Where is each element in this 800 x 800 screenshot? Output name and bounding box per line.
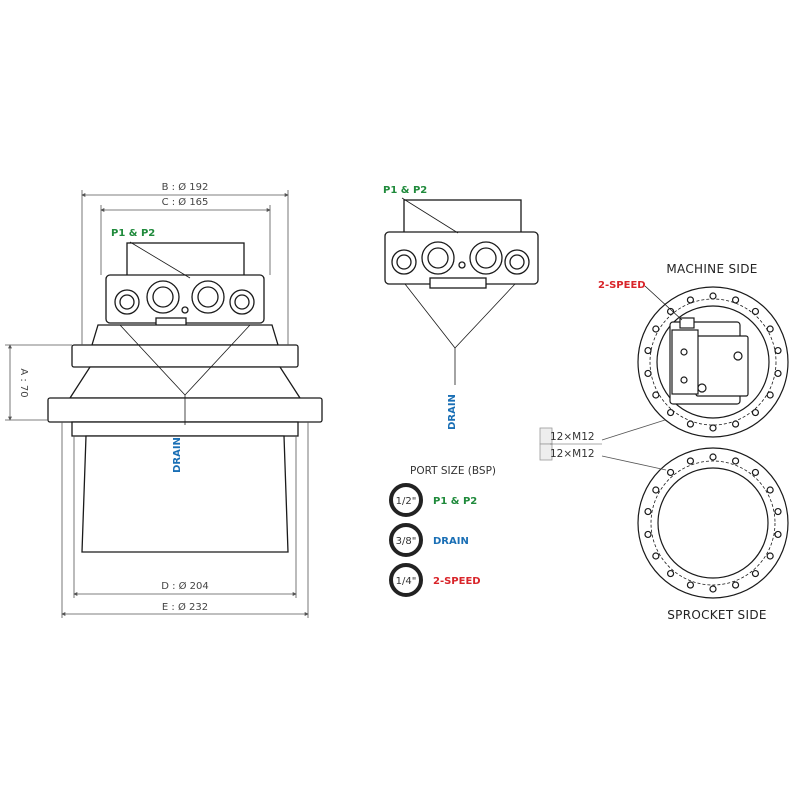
- bolt-spec-machine: 12×M12: [550, 431, 595, 443]
- label-p1p2-side: P1 & P2: [111, 228, 155, 239]
- label-drain-top: DRAIN: [447, 394, 458, 430]
- top-detail-view: [384, 197, 539, 385]
- port-size-value: 1/4": [396, 576, 417, 587]
- bolt-hole: [666, 569, 675, 578]
- bolt-hole: [709, 585, 717, 593]
- bolt-hole: [666, 307, 675, 316]
- port-size-label: P1 & P2: [433, 496, 477, 507]
- upper-flange: [71, 344, 299, 368]
- machine-side-view: [637, 285, 789, 438]
- bolt-hole: [686, 296, 695, 304]
- dim-a: A : 70: [18, 368, 29, 397]
- bolt-hole: [731, 296, 740, 304]
- bolt-hole: [751, 569, 760, 578]
- bolt-hole: [686, 581, 695, 589]
- dimension-lines: [5, 190, 309, 618]
- label-drain-side: DRAIN: [172, 437, 183, 473]
- port-size-label: 2-SPEED: [433, 576, 481, 587]
- port-legend: PORT SIZE (BSP) 1/2" P1 & P2 3/8" DRAIN …: [389, 465, 496, 597]
- motor-top-block: [126, 242, 245, 279]
- bolt-hole: [709, 424, 717, 432]
- bolt-hole: [766, 552, 774, 560]
- sprocket-side-label: SPROCKET SIDE: [667, 608, 767, 622]
- dim-e: E : Ø 232: [162, 601, 208, 613]
- bolt-hole: [774, 507, 782, 516]
- bolt-hole: [666, 408, 675, 417]
- bolt-hole: [666, 468, 675, 477]
- bolt-hole: [709, 453, 717, 461]
- dim-c: C : Ø 165: [162, 196, 209, 208]
- sprocket-side-view: [637, 447, 789, 599]
- bolt-hole: [731, 457, 740, 465]
- bolt-hole: [644, 369, 652, 378]
- bolt-hole: [751, 468, 760, 477]
- bolt-hole: [709, 292, 717, 300]
- bolt-hole: [644, 530, 652, 539]
- label-p1p2-top: P1 & P2: [383, 185, 427, 196]
- bolt-hole: [774, 346, 782, 355]
- bolt-hole: [652, 486, 660, 494]
- port-legend-item: 3/8" DRAIN: [389, 523, 469, 557]
- port-legend-item: 1/4" 2-SPEED: [389, 563, 481, 597]
- bolt-hole: [751, 307, 760, 316]
- bolt-callouts: 12×M12 12×M12: [539, 419, 667, 471]
- bolt-hole: [766, 486, 774, 494]
- port-size-value: 1/2": [396, 496, 417, 507]
- bolt-hole: [731, 581, 740, 589]
- dim-d: D : Ø 204: [161, 580, 209, 592]
- bolt-hole: [652, 391, 660, 399]
- port-legend-item: 1/2" P1 & P2: [389, 483, 477, 517]
- label-2speed: 2-SPEED: [598, 280, 646, 291]
- bolt-hole: [766, 325, 774, 333]
- side-view: [47, 241, 323, 553]
- bolt-hole: [774, 530, 782, 539]
- port-size-label: DRAIN: [433, 536, 469, 547]
- bolt-spec-sprocket: 12×M12: [550, 448, 595, 460]
- bolt-hole: [652, 552, 660, 560]
- bolt-hole: [652, 325, 660, 333]
- machine-side-label: MACHINE SIDE: [666, 262, 757, 276]
- bolt-hole: [731, 420, 740, 428]
- bolt-hole: [644, 507, 652, 516]
- dim-b: B : Ø 192: [162, 181, 209, 193]
- bolt-hole: [686, 420, 695, 428]
- bolt-hole: [766, 391, 774, 399]
- bolt-hole: [751, 408, 760, 417]
- bolt-hole: [644, 346, 652, 355]
- port-legend-title: PORT SIZE (BSP): [410, 465, 496, 477]
- port-size-value: 3/8": [396, 536, 417, 547]
- sprocket-drum: [81, 435, 289, 553]
- bolt-hole: [686, 457, 695, 465]
- bolt-hole: [774, 369, 782, 378]
